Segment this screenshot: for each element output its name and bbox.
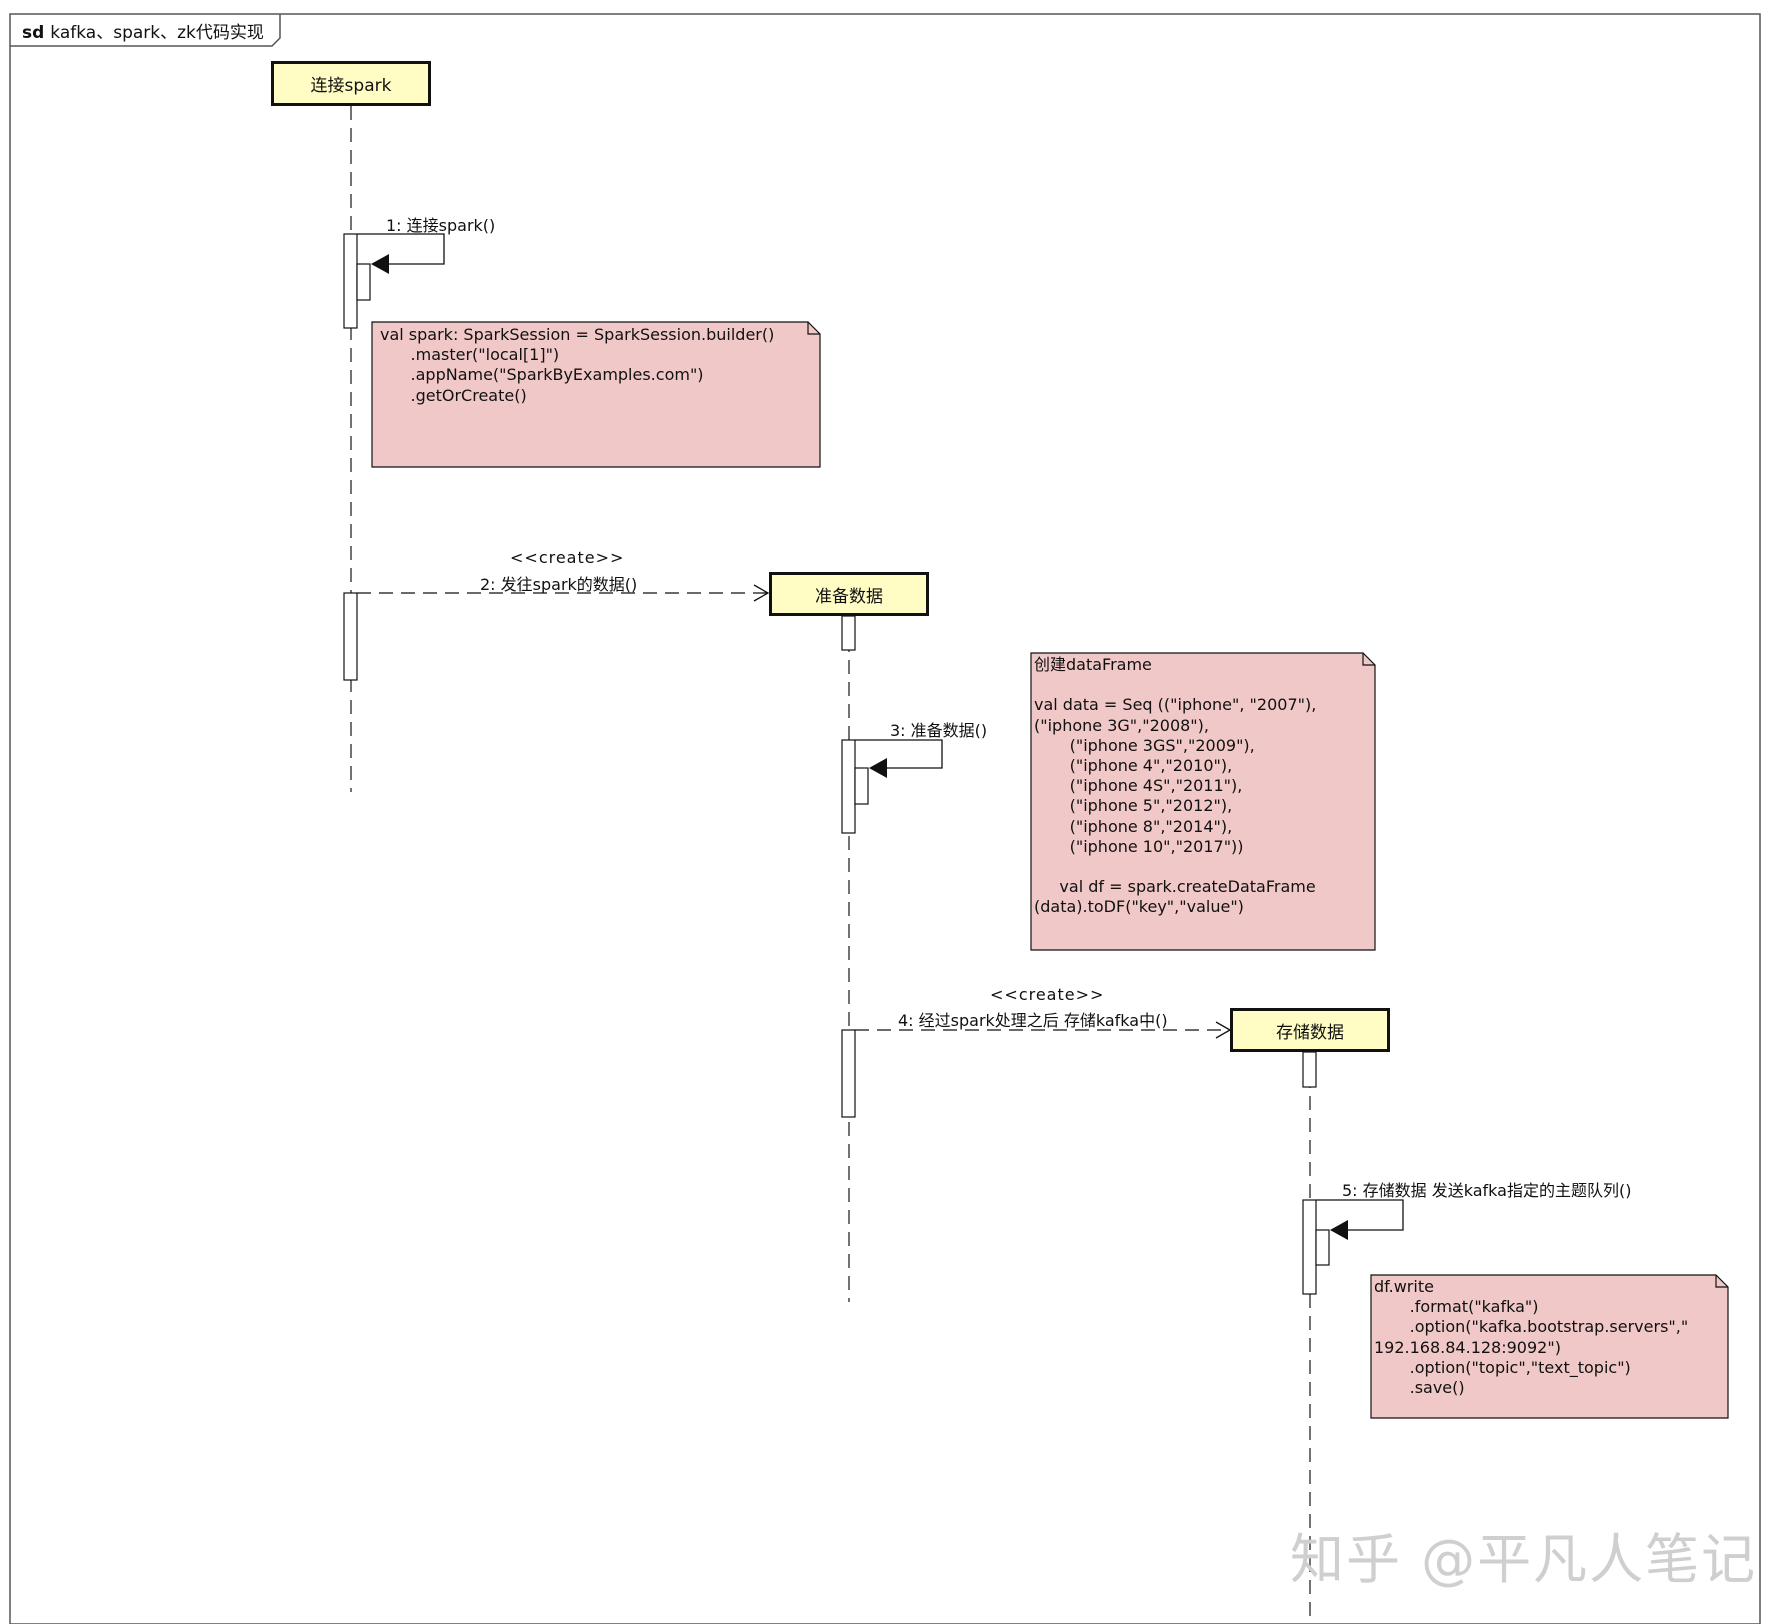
nested-activation-bar	[1315, 1229, 1330, 1266]
nested-activation-bar	[356, 263, 371, 301]
activation-bar	[841, 1029, 856, 1118]
message-1-line	[357, 233, 445, 265]
lifeline-head-store-data[interactable]: 存储数据	[1230, 1008, 1390, 1052]
lifeline-label: 存储数据	[1276, 1022, 1344, 1043]
message-4-stereotype: <<create>>	[990, 985, 1105, 1004]
message-1-arrowhead	[371, 254, 389, 274]
note-2-text: 创建dataFrame val data = Seq (("iphone", "…	[1034, 655, 1317, 917]
message-1-label: 1: 连接spark()	[386, 216, 496, 235]
message-3-line	[855, 739, 943, 769]
message-4-label: 4: 经过spark处理之后 存储kafka中()	[898, 1011, 1168, 1030]
message-5-line	[1316, 1199, 1404, 1231]
activation-bar	[343, 233, 358, 329]
diagram-frame	[9, 13, 1761, 1624]
frame-name: kafka、spark、zk代码实现	[50, 23, 264, 43]
message-2-arrowhead	[753, 584, 770, 602]
note-1-fold	[807, 322, 820, 335]
note-3-fold	[1715, 1275, 1728, 1288]
nested-activation-bar	[854, 767, 869, 805]
note-3-shape	[1370, 1274, 1729, 1419]
activation-bar	[1302, 1051, 1317, 1088]
watermark: 知乎 @平凡人笔记	[1290, 1528, 1758, 1591]
note-1-text: val spark: SparkSession = SparkSession.b…	[380, 325, 775, 405]
activation-bar	[1302, 1199, 1317, 1295]
note-2-shape	[1030, 652, 1376, 951]
frame-title-tab	[10, 14, 281, 47]
lifeline-head-connect-spark[interactable]: 连接spark	[271, 61, 431, 106]
note-3-text: df.write .format("kafka") .option("kafka…	[1374, 1277, 1689, 1398]
message-2-label: 2: 发往spark的数据()	[480, 575, 638, 594]
message-3-arrowhead	[869, 758, 887, 778]
lifeline-label: 连接spark	[310, 76, 392, 96]
message-5-label: 5: 存储数据 发送kafka指定的主题队列()	[1342, 1181, 1632, 1200]
activation-bar	[343, 592, 358, 681]
frame-keyword: sd	[22, 23, 45, 43]
note-1-shape	[371, 321, 821, 468]
activation-bar	[841, 615, 856, 651]
note-2-fold	[1362, 653, 1375, 666]
message-3-label: 3: 准备数据()	[890, 721, 988, 740]
message-5-arrowhead	[1330, 1220, 1348, 1240]
message-2-stereotype: <<create>>	[510, 548, 625, 567]
lifeline-head-prepare-data[interactable]: 准备数据	[769, 572, 929, 616]
activation-bar	[841, 739, 856, 834]
lifeline-label: 准备数据	[815, 586, 883, 607]
